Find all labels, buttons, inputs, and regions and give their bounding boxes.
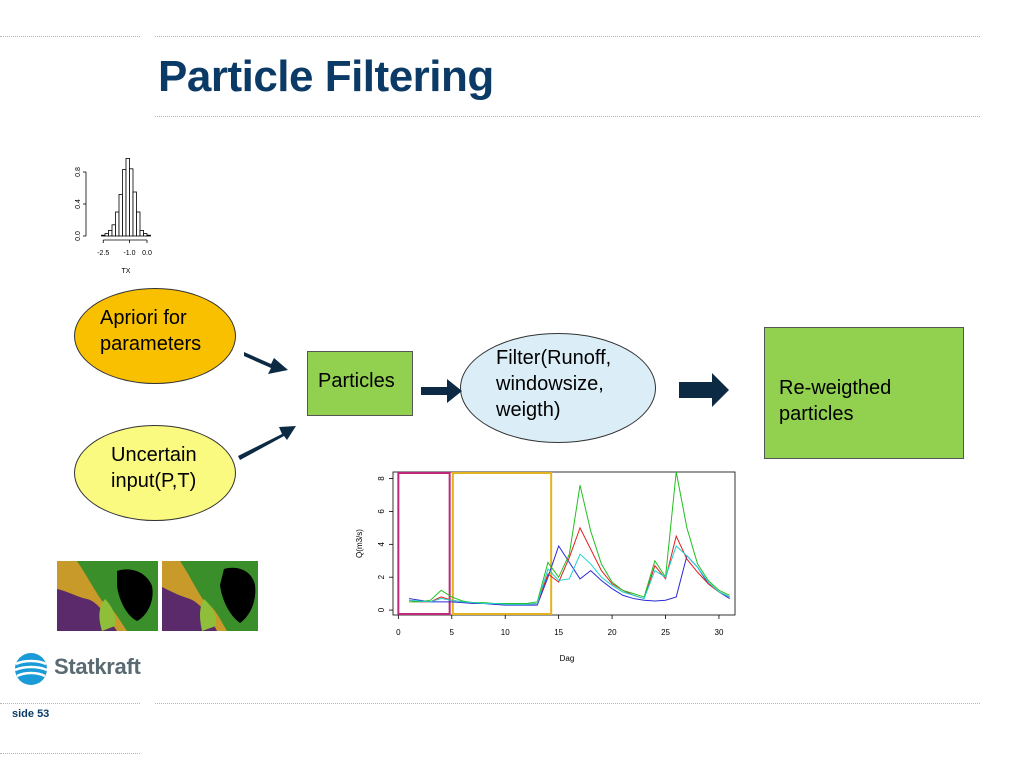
- arrow-uncertain-to-particles: [238, 426, 296, 460]
- divider-top: [155, 36, 980, 37]
- divider-bottom: [155, 703, 980, 704]
- runoff-x-tick-label: 15: [554, 628, 563, 637]
- runoff-x-tick-label: 5: [450, 628, 455, 637]
- runoff-x-tick-label: 25: [661, 628, 670, 637]
- hist-x-label: TX: [122, 268, 131, 275]
- hist-bar: [136, 211, 141, 237]
- filter-window-1: [397, 472, 451, 615]
- particles-box: [307, 351, 413, 416]
- hist-x-tick-label: 0.0: [142, 250, 152, 257]
- precip-map-1: [57, 561, 158, 631]
- uncertain-label: Uncertain input(P,T): [111, 444, 197, 492]
- runoff-y-tick-label: 0: [377, 607, 386, 612]
- runoff-y-tick-label: 8: [377, 476, 386, 481]
- runoff-x-tick-label: 30: [715, 628, 724, 637]
- runoff-y-tick-label: 6: [377, 509, 386, 514]
- reweighted-box: [764, 327, 964, 459]
- runoff-series-3: [409, 471, 730, 604]
- runoff-series-1: [408, 544, 730, 606]
- reweighted-label: Re-weigthed particles: [779, 377, 892, 425]
- hist-y-tick-label: 0.0: [75, 231, 82, 241]
- runoff-x-tick-label: 0: [396, 628, 401, 637]
- arrow-apriori-to-particles: [244, 352, 288, 374]
- runoff-series-4: [408, 545, 730, 605]
- filter-label: Filter(Runoff, windowsize, weigth): [496, 347, 612, 421]
- runoff-y-tick-label: 4: [377, 542, 386, 547]
- precip-map-2: [162, 561, 258, 631]
- runoff-x-label: Dag: [560, 654, 575, 663]
- runoff-plot-frame: [392, 471, 736, 616]
- runoff-x-tick-label: 10: [501, 628, 510, 637]
- statkraft-logo-icon: [14, 653, 48, 685]
- apriori-ellipse: [74, 288, 236, 384]
- apriori-label: Apriori for parameters: [100, 307, 202, 355]
- divider-footer: [0, 753, 140, 754]
- page-title: Particle Filtering: [158, 52, 494, 101]
- runoff-y-tick-label: 2: [377, 574, 386, 579]
- hist-x-tick-label: -2.5: [97, 250, 109, 257]
- hist-bar: [146, 234, 151, 237]
- hist-y-tick-label: 0.4: [75, 199, 82, 209]
- statkraft-logo-text: Statkraft: [54, 654, 141, 679]
- divider-title: [155, 116, 980, 117]
- prior-histogram: 0.0 0.4 0.8 -2.5 -1.0 0.0TX: [75, 158, 152, 275]
- runoff-series-2: [408, 526, 730, 605]
- divider-bottom-left: [0, 703, 140, 704]
- page-number: side 53: [12, 708, 50, 720]
- hist-y-tick-label: 0.8: [75, 167, 82, 177]
- filter-window-2: [451, 472, 553, 615]
- particles-label: Particles: [318, 370, 395, 392]
- uncertain-ellipse: [74, 425, 236, 521]
- runoff-y-label: Q(m3/s): [355, 529, 364, 558]
- filter-ellipse: [460, 333, 656, 443]
- arrow-filter-to-reweighted: [679, 373, 729, 407]
- hist-x-tick-label: -1.0: [123, 250, 135, 257]
- divider-top-left: [0, 36, 140, 37]
- arrow-particles-to-filter: [421, 379, 462, 403]
- runoff-x-tick-label: 20: [608, 628, 617, 637]
